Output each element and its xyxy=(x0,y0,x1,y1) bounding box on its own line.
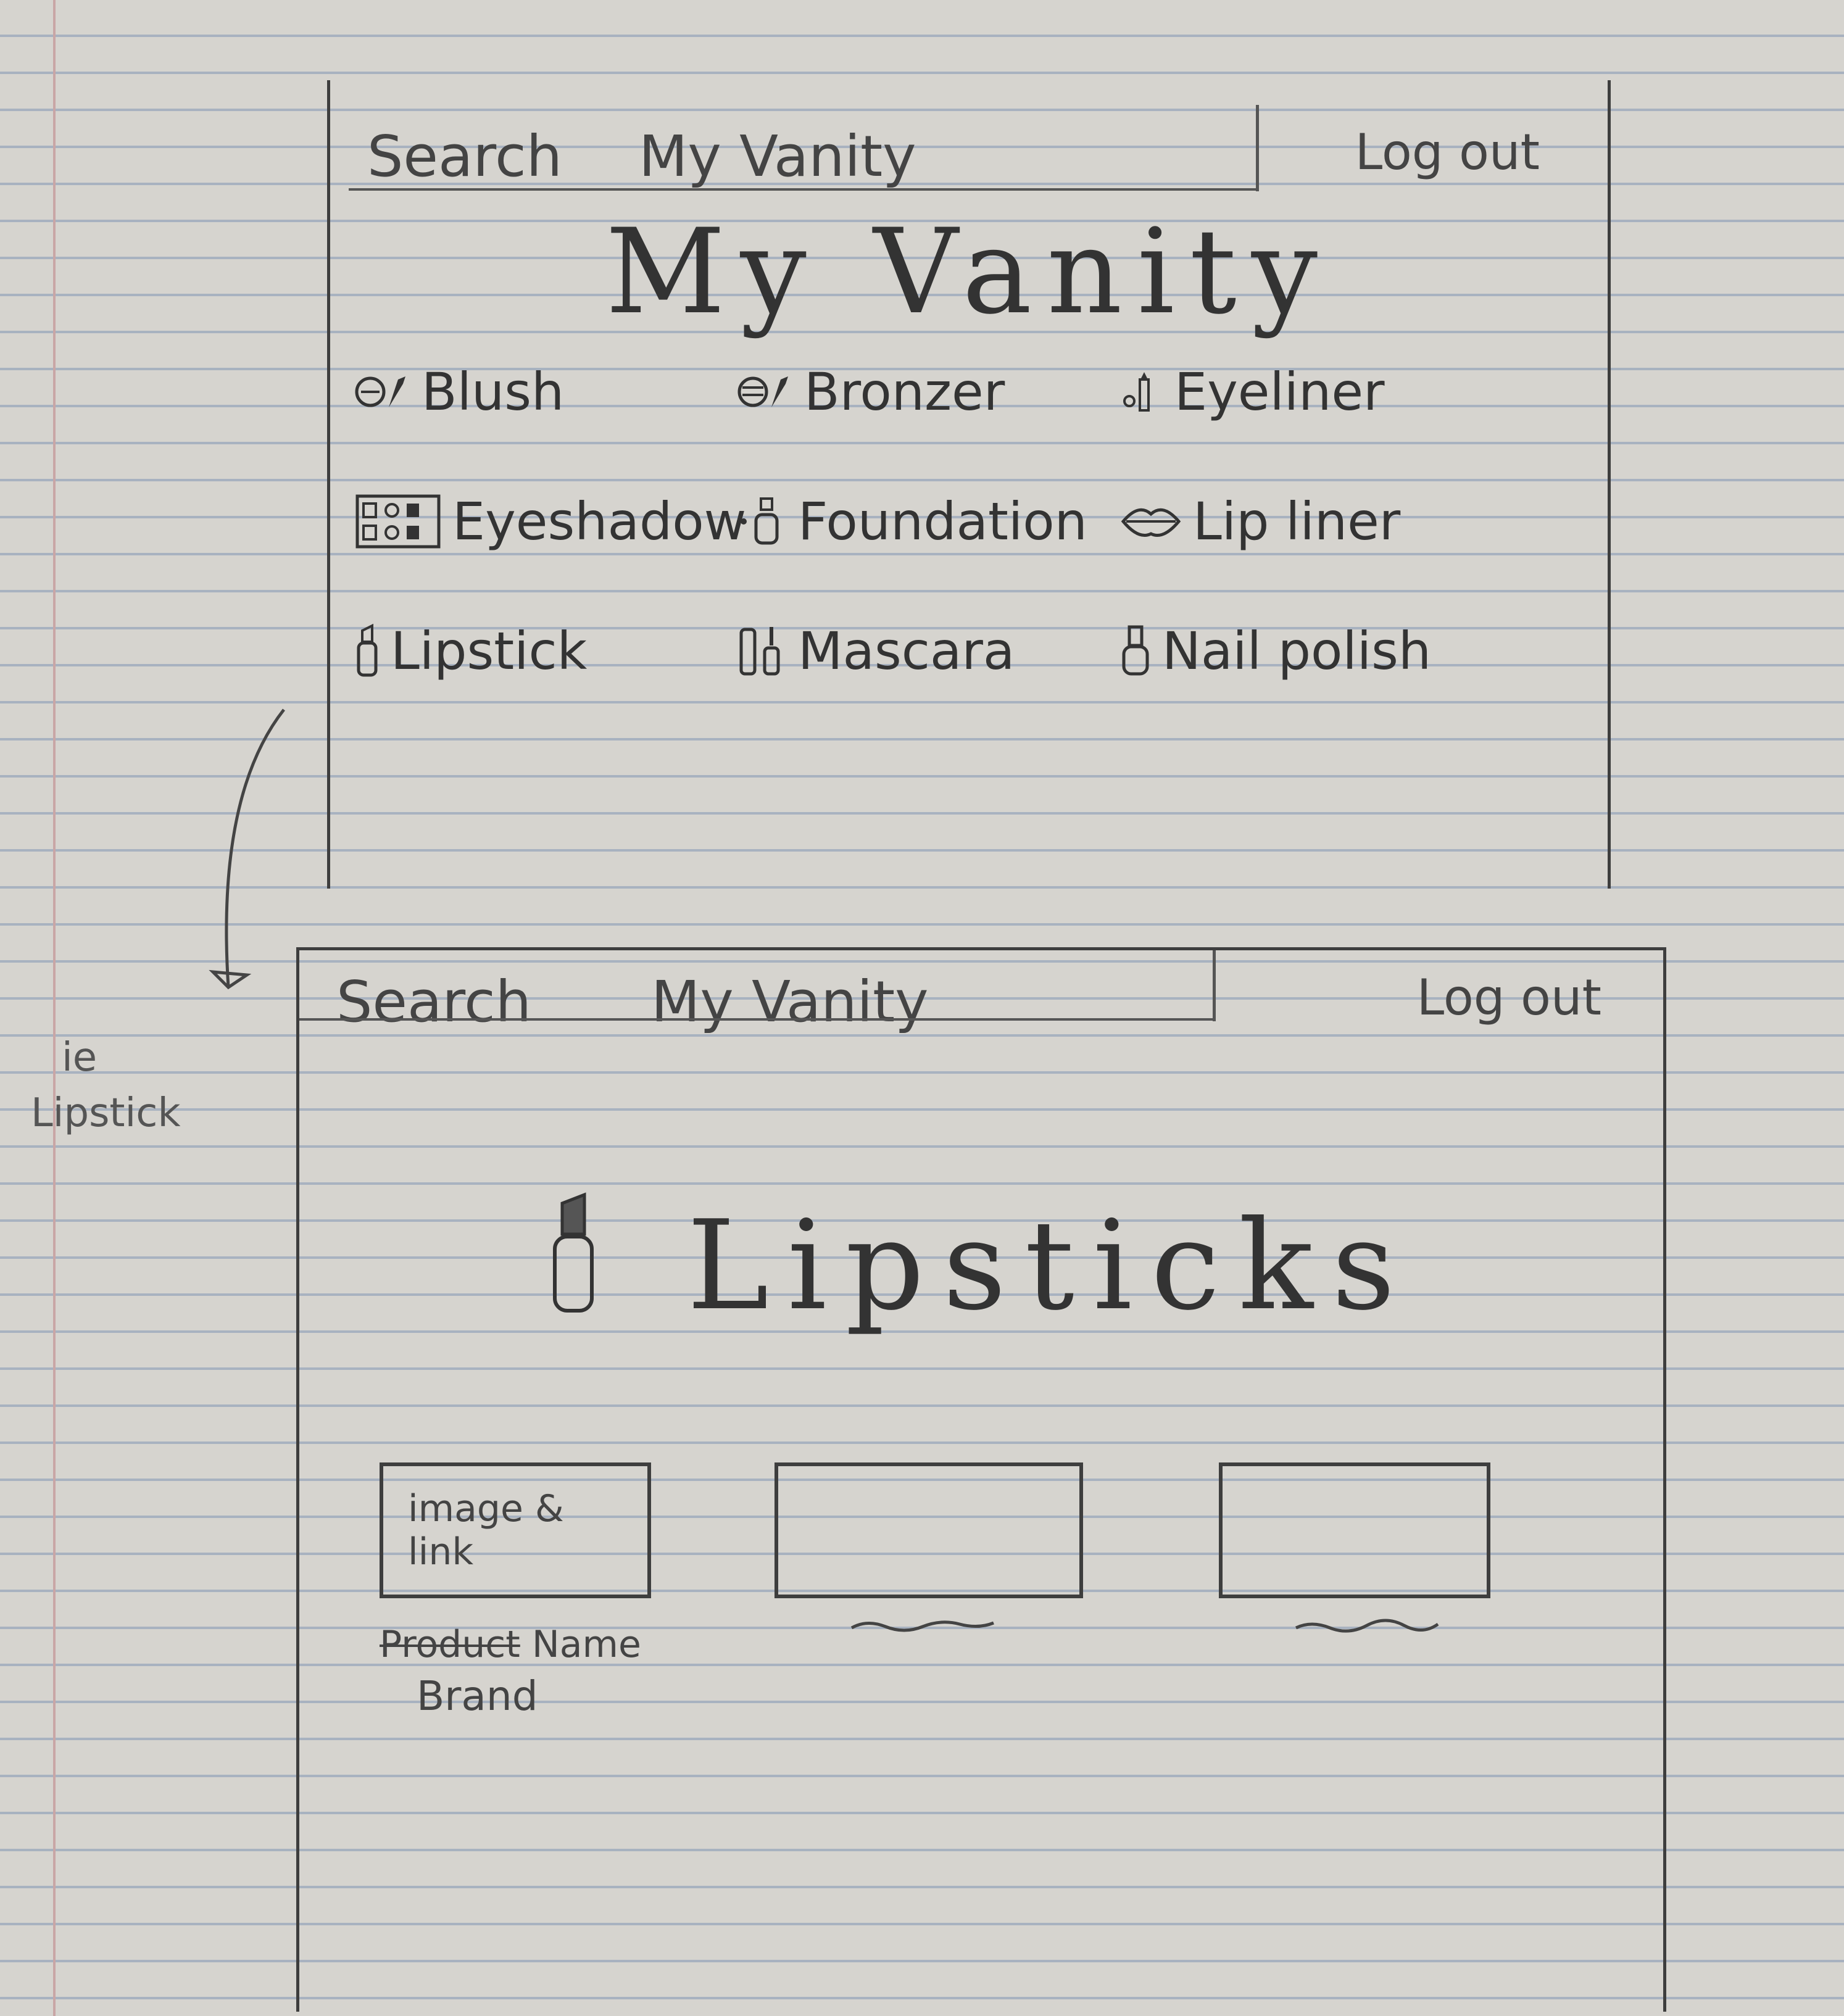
lipstick-icon xyxy=(355,623,380,679)
product-image-link[interactable] xyxy=(1219,1462,1490,1598)
bronzer-compact-icon xyxy=(737,370,793,413)
nail-polish-icon xyxy=(1120,623,1151,679)
search-bar-underline xyxy=(349,188,1256,191)
search-link[interactable]: Search xyxy=(336,969,532,1035)
product-card[interactable]: image & link Product Name Brand xyxy=(380,1462,775,1720)
category-label: Eyeshadow xyxy=(452,491,747,552)
category-lipstick[interactable]: Lipstick xyxy=(355,617,737,685)
category-eyeliner[interactable]: Eyeliner xyxy=(1120,358,1527,426)
category-bronzer[interactable]: Bronzer xyxy=(737,358,1120,426)
product-card[interactable] xyxy=(775,1462,1219,1720)
category-label: Bronzer xyxy=(804,362,1005,422)
results-navbar: Search My Vanity Log out xyxy=(299,950,1663,1035)
category-blush[interactable]: Blush xyxy=(355,358,737,426)
image-placeholder-text: image & xyxy=(408,1487,564,1530)
eyeliner-icon xyxy=(1120,367,1163,417)
results-screen-frame: Search My Vanity Log out Lipsticks image… xyxy=(296,947,1666,2012)
category-label: Eyeliner xyxy=(1174,362,1385,422)
flow-arrow xyxy=(209,708,285,990)
page-title: My Vanity xyxy=(605,204,1333,340)
name-placeholder-squiggle xyxy=(1295,1619,1439,1633)
category-mascara[interactable]: Mascara xyxy=(737,617,1120,685)
image-placeholder-text: link xyxy=(408,1530,474,1574)
blush-compact-icon xyxy=(355,370,410,413)
category-eyeshadow[interactable]: Eyeshadow xyxy=(355,487,746,555)
category-label: Lipstick xyxy=(391,621,588,681)
results-title: Lipsticks xyxy=(299,1191,1663,1344)
home-screen-frame: Search My Vanity Log out My Vanity Blush… xyxy=(327,80,1611,889)
search-link[interactable]: Search xyxy=(367,123,563,189)
flow-annotation: ie Lipstick xyxy=(31,1031,181,1141)
category-label: Nail polish xyxy=(1162,621,1432,681)
category-foundation[interactable]: Foundation xyxy=(737,487,1120,555)
category-label: Mascara xyxy=(798,621,1015,681)
top-navbar: Search My Vanity Log out xyxy=(330,105,1608,191)
product-image-link[interactable]: image & link xyxy=(380,1462,651,1598)
annotation-line: Lipstick xyxy=(31,1090,181,1136)
notebook-margin-line xyxy=(53,0,56,2016)
lipstick-icon xyxy=(549,1191,598,1344)
mascara-icon xyxy=(737,623,787,679)
product-image-link[interactable] xyxy=(775,1462,1083,1598)
category-lip-liner[interactable]: Lip liner xyxy=(1120,487,1527,555)
nav-title-link[interactable]: My Vanity xyxy=(651,969,929,1035)
product-name: Product Name xyxy=(380,1623,775,1666)
category-label: Blush xyxy=(422,362,565,422)
struck-word: Product xyxy=(380,1623,520,1666)
lips-icon xyxy=(1120,503,1182,540)
product-name-text: Name xyxy=(531,1623,641,1666)
category-label: Lip liner xyxy=(1193,491,1401,552)
product-brand: Brand xyxy=(417,1672,538,1720)
product-card[interactable] xyxy=(1219,1462,1638,1720)
search-bar-underline xyxy=(299,1018,1213,1021)
search-bar-end xyxy=(1256,105,1259,191)
logout-button[interactable]: Log out xyxy=(1355,123,1540,181)
foundation-bottle-icon xyxy=(737,494,787,549)
eyeshadow-palette-icon xyxy=(355,494,441,549)
search-bar-end xyxy=(1213,950,1216,1021)
results-title-text: Lipsticks xyxy=(686,1194,1414,1338)
category-label: Foundation xyxy=(798,491,1087,552)
name-placeholder-squiggle xyxy=(850,1620,994,1632)
annotation-line: ie xyxy=(62,1035,98,1081)
logout-button[interactable]: Log out xyxy=(1416,969,1601,1026)
product-grid: image & link Product Name Brand xyxy=(380,1462,1638,1720)
category-grid: Blush Bronzer Eyeliner Eyeshadow Foundat… xyxy=(355,358,1527,685)
nav-title-link[interactable]: My Vanity xyxy=(639,123,916,189)
category-nail-polish[interactable]: Nail polish xyxy=(1120,617,1527,685)
